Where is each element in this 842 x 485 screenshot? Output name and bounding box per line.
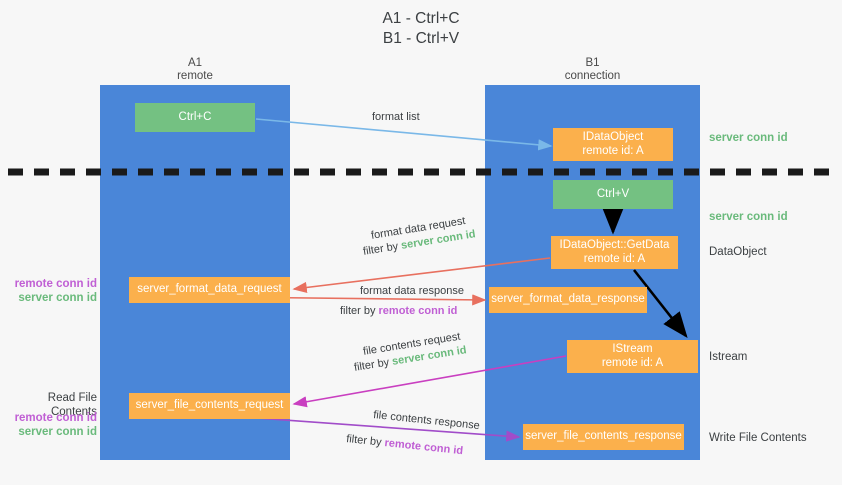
lane-header-a1: A1 remote: [177, 57, 213, 82]
node-istream[interactable]: IStream remote id: A: [567, 340, 698, 373]
edge-label-file-contents-response: file contents response: [372, 408, 481, 433]
left-label-conn-ids-bottom: remote conn id server conn id: [0, 411, 97, 439]
left-label-server-conn-id-bottom: server conn id: [18, 426, 97, 438]
left-label-server-conn-id-mid: server conn id: [18, 292, 97, 304]
left-label-read-file-contents: Read File Contents: [47, 392, 97, 418]
node-server-format-data-response[interactable]: server_format_data_response: [489, 287, 647, 313]
side-label-write-file-contents: Write File Contents: [709, 432, 807, 444]
filter-prefix: filter by: [340, 305, 379, 317]
filter-prefix: filter by: [353, 355, 394, 374]
node-ctrl-c[interactable]: Ctrl+C: [135, 103, 255, 132]
node-idataobject-getdata[interactable]: IDataObject::GetData remote id: A: [551, 236, 678, 269]
filter-value-remote-conn-id: remote conn id: [383, 437, 464, 458]
side-label-istream: Istream: [709, 351, 748, 363]
node-server-file-contents-request[interactable]: server_file_contents_request: [129, 393, 290, 419]
side-label-server-conn-id-top: server conn id: [709, 132, 788, 144]
node-ctrl-v[interactable]: Ctrl+V: [553, 180, 673, 209]
node-server-format-data-request[interactable]: server_format_data_request: [129, 277, 290, 303]
node-idataobject[interactable]: IDataObject remote id: A: [553, 128, 673, 161]
filter-value-remote-conn-id: remote conn id: [378, 305, 458, 317]
node-server-file-contents-response[interactable]: server_file_contents_response: [523, 424, 684, 450]
page-title: A1 - Ctrl+C B1 - Ctrl+V: [382, 10, 460, 47]
lane-header-b1: B1 connection: [564, 57, 621, 82]
edge-label-format-data-response: format data response: [360, 285, 464, 297]
filter-prefix: filter by: [345, 432, 386, 449]
edge-label-format-data-response-filter: filter by remote conn id: [340, 304, 457, 319]
edge-label-format-list: format list: [372, 111, 420, 123]
edge-label-file-contents-response-filter: filter by remote conn id: [345, 432, 464, 459]
left-label-remote-conn-id-bottom: remote conn id: [14, 412, 97, 424]
left-label-remote-conn-id-mid: remote conn id: [14, 278, 97, 290]
side-label-dataobject: DataObject: [709, 246, 767, 258]
side-label-server-conn-id-mid: server conn id: [709, 211, 788, 223]
filter-prefix: filter by: [362, 239, 403, 258]
left-label-conn-ids-mid: remote conn id server conn id: [0, 277, 97, 305]
